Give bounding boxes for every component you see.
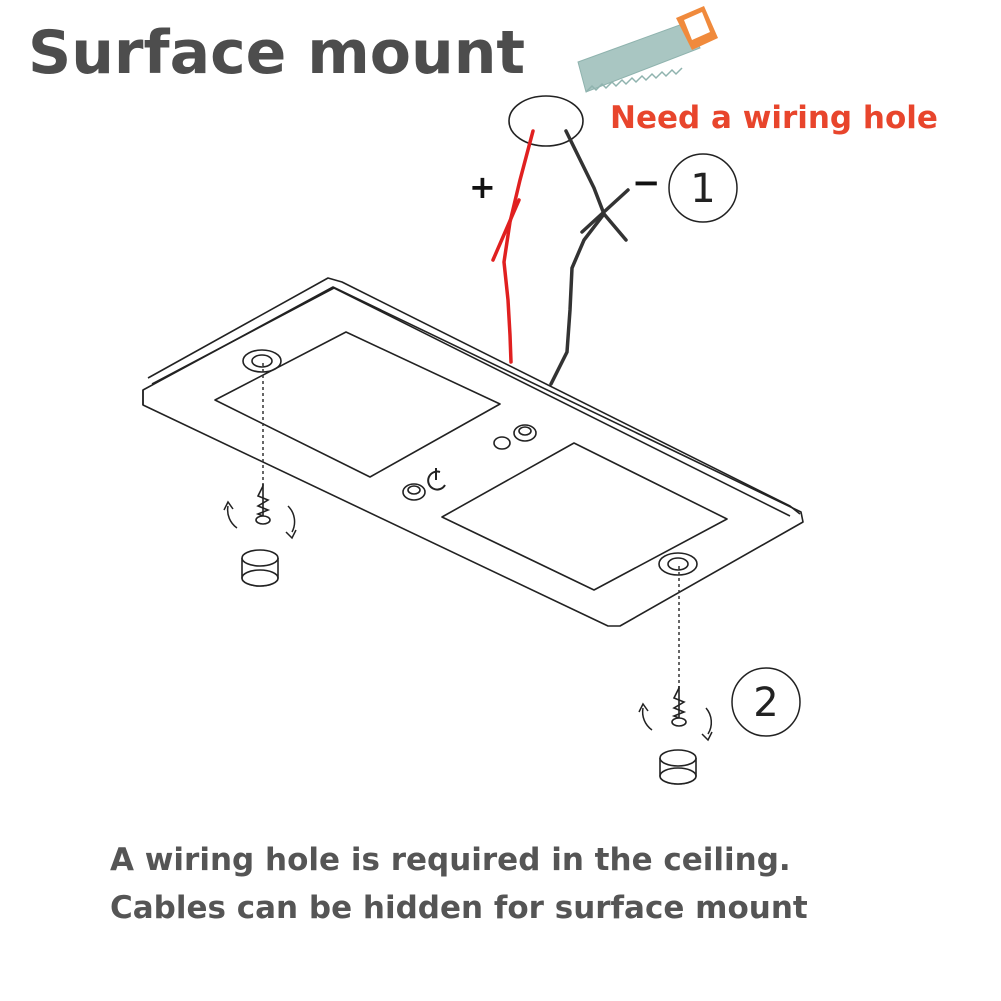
positive-wire-cut [491,198,521,262]
step-2-number: 2 [753,680,778,726]
wiring-hole-callout: Need a wiring hole [610,100,938,136]
positive-symbol: + [469,168,496,206]
caption-line-1: A wiring hole is required in the ceiling… [110,842,791,878]
positive-wire [502,129,535,364]
caption-line-2: Cables can be hidden for surface mount [110,890,808,926]
saw-icon [577,6,718,93]
anchor-icon [659,749,697,785]
negative-wire-cut [580,188,630,234]
step-1-circle [668,153,738,223]
rotate-arrow-icon [223,500,297,540]
anchor-icon [241,549,279,587]
wiring-hole [508,95,584,147]
screw-icon [255,484,271,525]
step-1-number: 1 [690,166,715,212]
rotate-arrow-icon [638,702,713,742]
light-fixture [142,277,804,627]
negative-wire [549,129,606,386]
touch-switch-icon [427,468,446,491]
screw-icon [671,686,687,727]
negative-symbol: − [632,163,661,203]
page-title: Surface mount [28,18,526,88]
negative-wire-end [602,212,628,242]
step-2-circle [731,667,801,737]
